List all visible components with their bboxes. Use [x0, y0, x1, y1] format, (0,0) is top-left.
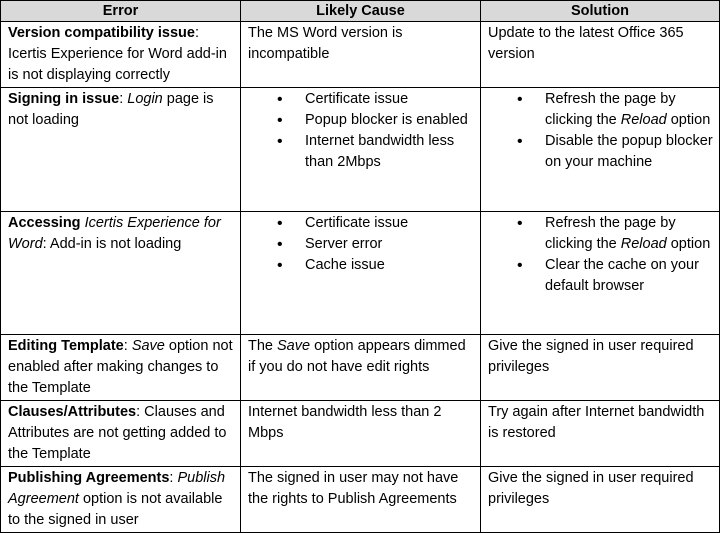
list-item-text: Clear the cache on your default browser [545, 257, 699, 294]
cause-text: option appears dimmed if you do not have… [248, 338, 466, 375]
solution-list: Refresh the page by clicking the Reload … [488, 213, 714, 297]
cause-cell: Certificate issue Popup blocker is enabl… [240, 87, 481, 212]
list-item: Server error [256, 234, 475, 255]
error-title: Version compatibility issue [8, 25, 195, 41]
error-text: : Add-in is not loading [42, 236, 182, 252]
error-cell: Accessing Icertis Experience for Word: A… [0, 211, 241, 335]
error-text-italic: Icertis Experience for Word [8, 215, 221, 252]
error-title: Accessing [8, 215, 85, 231]
table-row: Editing Template: Save option not enable… [0, 334, 720, 401]
error-cell: Editing Template: Save option not enable… [0, 334, 241, 401]
error-text-italic: Publish Agreement [8, 470, 226, 507]
list-item: Popup blocker is enabled [256, 110, 475, 131]
list-item-text: Popup blocker is enabled [305, 112, 468, 128]
list-item-text-italic: Reload [620, 112, 667, 128]
error-title: Clauses/Attributes [8, 404, 137, 420]
cause-cell: The MS Word version is incompatible [240, 21, 481, 88]
list-item-text: Refresh the page by clicking the [545, 91, 676, 128]
cause-cell: Internet bandwidth less than 2 Mbps [240, 400, 481, 467]
error-cell: Version compatibility issue: Icertis Exp… [0, 21, 241, 88]
error-text: option is not available to the signed in… [8, 491, 223, 528]
list-item-text-italic: Reload [620, 236, 667, 252]
error-cell: Publishing Agreements: Publish Agreement… [0, 466, 241, 533]
solution-list: Refresh the page by clicking the Reload … [488, 89, 714, 173]
error-text-italic: Login [127, 91, 163, 107]
list-item-text: Server error [305, 236, 383, 252]
solution-cell: Refresh the page by clicking the Reload … [480, 87, 720, 212]
error-title: Publishing Agreements [8, 470, 170, 486]
cause-cell: The signed in user may not have the righ… [240, 466, 481, 533]
solution-text: Update to the latest Office 365 version [488, 25, 684, 62]
list-item-text: option [666, 236, 711, 252]
solution-cell: Refresh the page by clicking the Reload … [480, 211, 720, 335]
cause-list: Certificate issue Server error Cache iss… [248, 213, 475, 276]
table-row: Clauses/Attributes: Clauses and Attribut… [0, 400, 720, 467]
cause-list: Certificate issue Popup blocker is enabl… [248, 89, 475, 173]
list-item-text: Internet bandwidth less than 2Mbps [305, 133, 455, 170]
list-item-text: option [666, 112, 711, 128]
list-item: Disable the popup blocker on your machin… [496, 131, 714, 173]
cause-text: Internet bandwidth less than 2 Mbps [248, 404, 442, 441]
table-row: Version compatibility issue: Icertis Exp… [0, 21, 720, 88]
table-row: Publishing Agreements: Publish Agreement… [0, 466, 720, 533]
solution-cell: Update to the latest Office 365 version [480, 21, 720, 88]
list-item: Certificate issue [256, 89, 475, 110]
error-title: Editing Template [8, 338, 124, 354]
cause-text: The signed in user may not have the righ… [248, 470, 459, 507]
cause-text: The MS Word version is incompatible [248, 25, 403, 62]
list-item-text: Disable the popup blocker on your machin… [545, 133, 713, 170]
cause-text: The [248, 338, 278, 354]
list-item-text: Certificate issue [305, 215, 409, 231]
solution-text: Try again after Internet bandwidth is re… [488, 404, 705, 441]
cause-text-italic: Save [277, 338, 311, 354]
solution-text: Give the signed in user required privile… [488, 338, 694, 375]
list-item: Refresh the page by clicking the Reload … [496, 89, 714, 131]
table-row: Accessing Icertis Experience for Word: A… [0, 211, 720, 335]
error-text: option not enabled after making changes … [8, 338, 233, 396]
header-error: Error [0, 0, 241, 22]
table-header-row: Error Likely Cause Solution [0, 0, 720, 22]
solution-cell: Try again after Internet bandwidth is re… [480, 400, 720, 467]
list-item-text: Refresh the page by clicking the [545, 215, 676, 252]
list-item: Clear the cache on your default browser [496, 255, 714, 297]
error-cell: Signing in issue: Login page is not load… [0, 87, 241, 212]
cause-cell: The Save option appears dimmed if you do… [240, 334, 481, 401]
solution-text: Give the signed in user required privile… [488, 470, 694, 507]
header-solution: Solution [480, 0, 720, 22]
list-item: Certificate issue [256, 213, 475, 234]
error-text: : [169, 470, 178, 486]
header-likely-cause: Likely Cause [240, 0, 481, 22]
list-item: Internet bandwidth less than 2Mbps [256, 131, 475, 173]
error-title: Signing in issue [8, 91, 120, 107]
list-item: Refresh the page by clicking the Reload … [496, 213, 714, 255]
solution-cell: Give the signed in user required privile… [480, 334, 720, 401]
error-text: page is not loading [8, 91, 214, 128]
list-item-text: Certificate issue [305, 91, 409, 107]
table-row: Signing in issue: Login page is not load… [0, 87, 720, 212]
list-item-text: Cache issue [305, 257, 385, 273]
cause-cell: Certificate issue Server error Cache iss… [240, 211, 481, 335]
error-text-italic: Save [131, 338, 165, 354]
error-cell: Clauses/Attributes: Clauses and Attribut… [0, 400, 241, 467]
error-text: : [119, 91, 128, 107]
error-text: : [123, 338, 132, 354]
solution-cell: Give the signed in user required privile… [480, 466, 720, 533]
error-text: : Icertis Experience for Word add-in is … [8, 25, 227, 83]
list-item: Cache issue [256, 255, 475, 276]
error-text: : Clauses and Attributes are not getting… [8, 404, 227, 462]
